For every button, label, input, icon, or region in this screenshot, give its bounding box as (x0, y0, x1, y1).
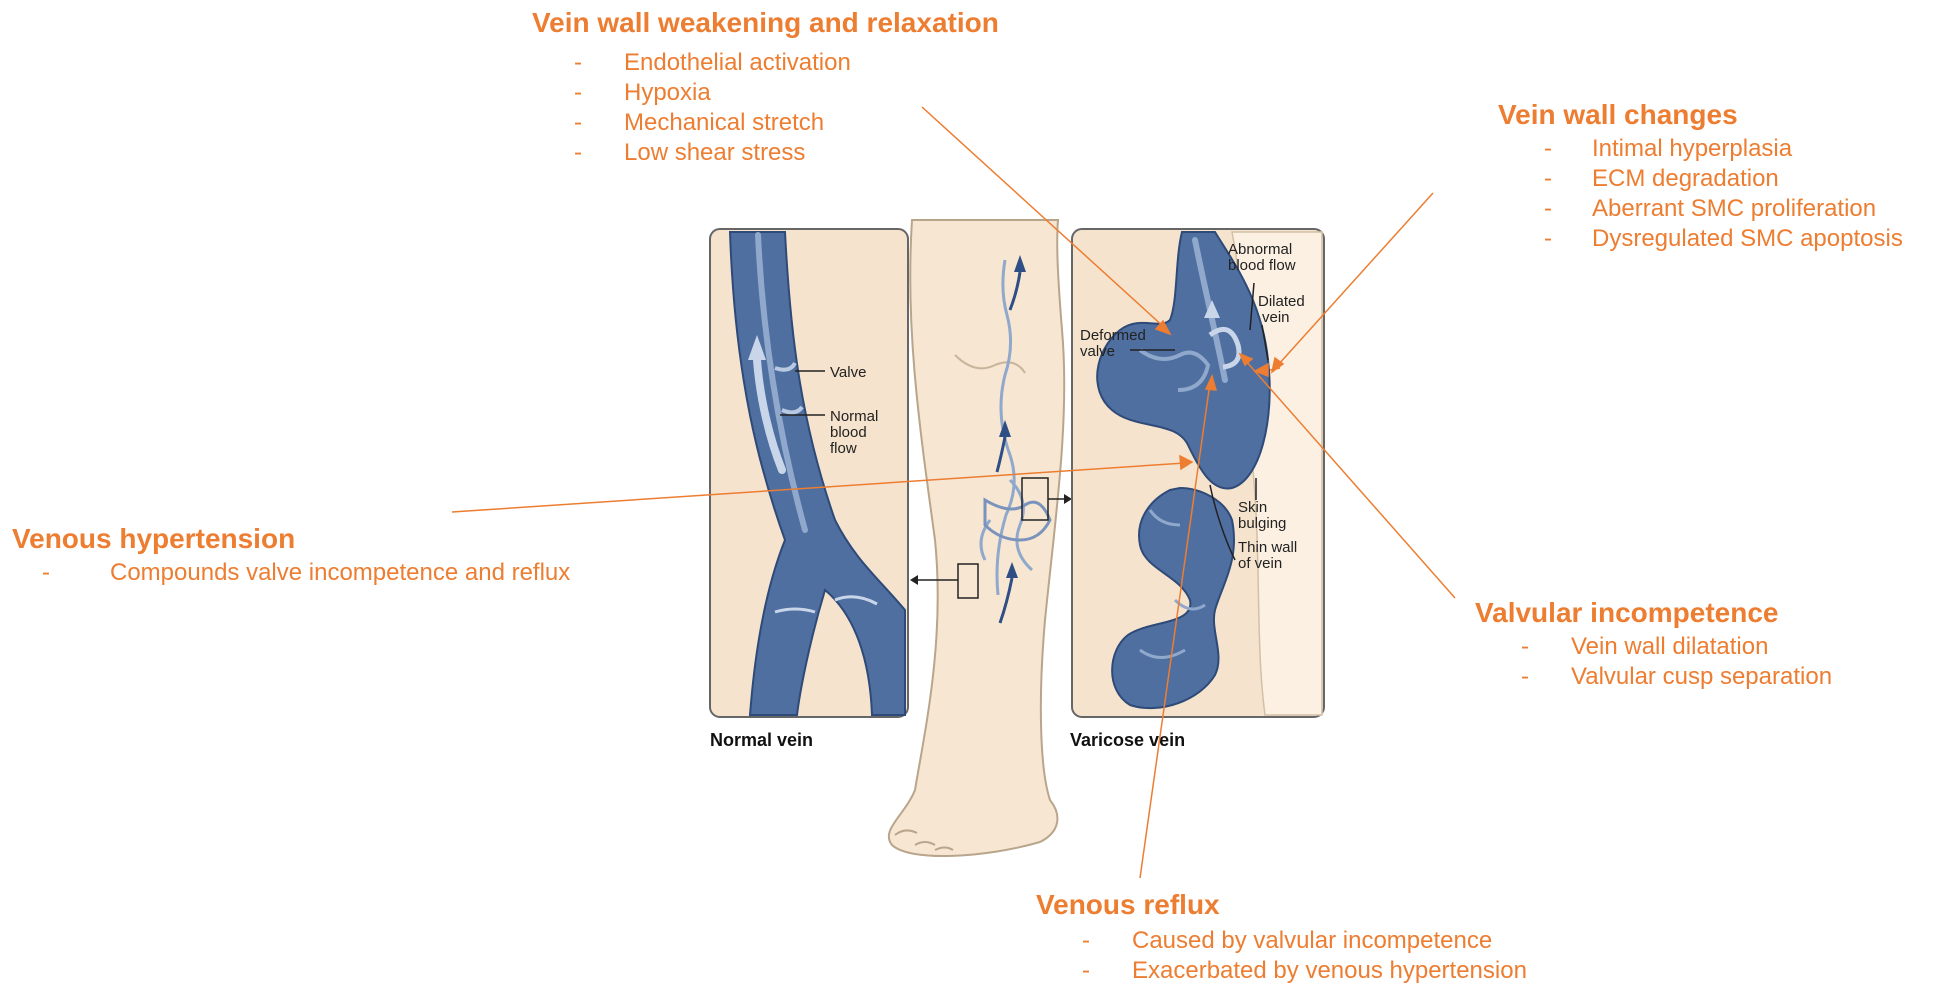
list-item: -Endothelial activation (574, 48, 999, 78)
list-item: -Dysregulated SMC apoptosis (1544, 224, 1903, 254)
normal-flow-label-1: Normal (830, 408, 878, 425)
venous-reflux-title: Venous reflux (1036, 888, 1527, 922)
thin-wall-label-1: Thin wall (1238, 539, 1297, 556)
list-item: -Low shear stress (574, 138, 999, 168)
deformed-label-1: Deformed (1080, 327, 1146, 344)
normal-flow-label-3: flow (830, 440, 857, 457)
annotation-vein-wall-changes: Vein wall changes -Intimal hyperplasia -… (1498, 98, 1903, 254)
list-item: -Hypoxia (574, 78, 999, 108)
vein-wall-weakening-title: Vein wall weakening and relaxation (532, 6, 999, 40)
annotation-venous-reflux: Venous reflux -Caused by valvular incomp… (1036, 888, 1527, 986)
list-item: -ECM degradation (1544, 164, 1903, 194)
list-item: -Vein wall dilatation (1521, 632, 1832, 662)
venous-hypertension-title: Venous hypertension (12, 522, 570, 556)
list-item: -Compounds valve incompetence and reflux (42, 558, 570, 588)
list-item: -Intimal hyperplasia (1544, 134, 1903, 164)
abnormal-flow-label-1: Abnormal (1228, 241, 1292, 258)
normal-vein-caption: Normal vein (710, 730, 813, 750)
leg-drawing (889, 220, 1072, 856)
list-item: -Valvular cusp separation (1521, 662, 1832, 692)
list-item: -Aberrant SMC proliferation (1544, 194, 1903, 224)
dilated-label-1: Dilated (1258, 293, 1305, 310)
dilated-label-2: vein (1262, 309, 1290, 326)
deformed-label-2: valve (1080, 343, 1115, 360)
normal-flow-label-2: blood (830, 424, 867, 441)
varicose-vein-panel: Abnormal blood flow Dilated vein Deforme… (1070, 229, 1324, 750)
list-item: -Caused by valvular incompetence (1082, 926, 1527, 956)
valvular-incompetence-title: Valvular incompetence (1475, 596, 1832, 630)
annotation-vein-wall-weakening: Vein wall weakening and relaxation -Endo… (532, 6, 999, 168)
vein-wall-changes-title: Vein wall changes (1498, 98, 1903, 132)
list-item: -Mechanical stretch (574, 108, 999, 138)
varicose-vein-caption: Varicose vein (1070, 730, 1185, 750)
thin-wall-label-2: of vein (1238, 555, 1282, 572)
annotation-valvular-incompetence: Valvular incompetence -Vein wall dilatat… (1475, 596, 1832, 692)
abnormal-flow-label-2: blood flow (1228, 257, 1296, 274)
valve-label: Valve (830, 364, 866, 381)
annotation-venous-hypertension: Venous hypertension -Compounds valve inc… (12, 522, 570, 588)
normal-vein-panel: Valve Normal blood flow Normal vein (710, 229, 908, 750)
skin-label-1: Skin (1238, 499, 1267, 516)
skin-label-2: bulging (1238, 515, 1286, 532)
